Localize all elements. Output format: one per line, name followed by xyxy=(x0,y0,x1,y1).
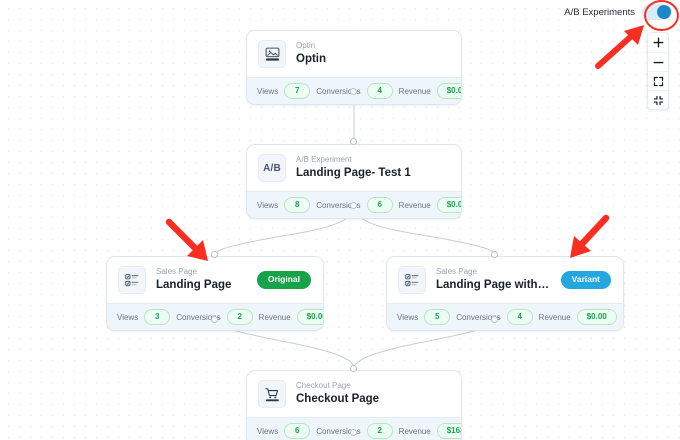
stat-label-revenue: Revenue xyxy=(258,312,291,322)
stat-label-conversions: Conversions xyxy=(316,86,361,96)
stat-label-revenue: Revenue xyxy=(398,426,431,436)
status-badge-variant: Variant xyxy=(560,271,611,289)
node-handle-variant-top[interactable] xyxy=(491,251,498,258)
stat-value-conversions: 2 xyxy=(226,309,253,326)
zoom-out-icon[interactable] xyxy=(648,52,668,71)
node-header: A/B A/B Experiment Landing Page- Test 1 xyxy=(247,145,461,191)
stat-revenue: Revenue $0.00 xyxy=(258,309,323,326)
stat-label-revenue: Revenue xyxy=(538,312,571,322)
stat-label-views: Views xyxy=(257,200,279,210)
node-header: Sales Page Landing Page Original xyxy=(107,257,323,303)
stat-conversions: Conversions 2 xyxy=(316,423,393,440)
sales-page-icon xyxy=(398,266,426,294)
stat-conversions: Conversions 4 xyxy=(316,83,393,100)
node-handle-original-top[interactable] xyxy=(211,251,218,258)
node-handle-original-bottom[interactable] xyxy=(211,316,218,323)
stat-views: Views 7 xyxy=(257,83,311,100)
stat-label-views: Views xyxy=(257,86,279,96)
stat-value-views: 8 xyxy=(284,197,311,214)
node-title: Optin xyxy=(296,53,327,66)
stat-value-conversions: 4 xyxy=(506,309,533,326)
stat-value-conversions: 4 xyxy=(366,83,393,100)
stat-value-revenue: $0.00 xyxy=(576,309,617,326)
stat-conversions: Conversions 6 xyxy=(316,197,393,214)
stat-revenue: Revenue $163.98 xyxy=(398,423,461,440)
zoom-controls xyxy=(647,32,669,110)
node-kicker: Sales Page xyxy=(156,266,197,276)
node-sales-page-original[interactable]: Sales Page Landing Page Original Views 3… xyxy=(106,256,324,332)
node-handle-variant-bottom[interactable] xyxy=(491,316,498,323)
node-optin[interactable]: Optin Optin Views 7 Conversions 4 Revenu… xyxy=(246,30,462,106)
node-title: Checkout Page xyxy=(296,393,380,406)
node-stats: Views 8 Conversions 6 Revenue $0.00 xyxy=(247,191,461,219)
sales-page-icon xyxy=(118,266,146,294)
stat-value-revenue: $0.00 xyxy=(436,197,461,214)
node-kicker: Optin xyxy=(296,40,316,50)
stat-conversions: Conversions 4 xyxy=(456,309,533,326)
stat-value-revenue: $163.98 xyxy=(436,423,461,440)
node-handle-checkout-bottom[interactable] xyxy=(350,429,357,436)
fit-view-icon[interactable] xyxy=(648,71,668,90)
annotation-arrow-variant xyxy=(570,214,610,258)
stat-value-views: 6 xyxy=(284,423,311,440)
stat-views: Views 8 xyxy=(257,197,311,214)
status-badge-original: Original xyxy=(256,271,311,289)
zoom-in-icon[interactable] xyxy=(648,33,668,52)
node-checkout-page[interactable]: Checkout Page Checkout Page Views 6 Conv… xyxy=(246,370,462,440)
node-handle-optin-bottom[interactable] xyxy=(350,88,357,95)
stat-revenue: Revenue $0.00 xyxy=(538,309,617,326)
stat-label-conversions: Conversions xyxy=(456,312,501,322)
collapse-view-icon[interactable] xyxy=(648,90,668,109)
ab-experiments-toggle[interactable] xyxy=(642,4,672,20)
ab-experiments-label: A/B Experiments xyxy=(564,6,635,18)
stat-label-conversions: Conversions xyxy=(316,200,361,210)
stat-views: Views 5 xyxy=(397,309,451,326)
stat-value-conversions: 2 xyxy=(366,423,393,440)
image-icon xyxy=(258,40,286,68)
node-handle-ab-bottom[interactable] xyxy=(350,202,357,209)
stat-value-views: 7 xyxy=(284,83,311,100)
node-kicker: A/B Experiment xyxy=(296,154,352,164)
stat-label-revenue: Revenue xyxy=(398,200,431,210)
stat-conversions: Conversions 2 xyxy=(176,309,253,326)
stat-value-revenue: $0.00 xyxy=(296,309,323,326)
stat-value-views: 3 xyxy=(144,309,171,326)
toggle-knob xyxy=(657,5,671,19)
ab-icon: A/B xyxy=(258,154,286,182)
node-kicker: Checkout Page xyxy=(296,380,351,390)
node-header: Optin Optin xyxy=(247,31,461,77)
stat-label-views: Views xyxy=(397,312,419,322)
node-title: Landing Page- Test 1 xyxy=(296,167,411,180)
node-handle-ab-top[interactable] xyxy=(350,138,357,145)
stat-revenue: Revenue $0.00 xyxy=(398,197,461,214)
node-header: Checkout Page Checkout Page xyxy=(247,371,461,417)
node-title: Landing Page with Black CTA xyxy=(436,279,551,292)
node-handle-checkout-top[interactable] xyxy=(350,365,357,372)
stat-value-conversions: 6 xyxy=(366,197,393,214)
stat-views: Views 6 xyxy=(257,423,311,440)
stat-label-conversions: Conversions xyxy=(316,426,361,436)
node-stats: Views 5 Conversions 4 Revenue $0.00 xyxy=(387,303,623,331)
node-sales-page-variant[interactable]: Sales Page Landing Page with Black CTA V… xyxy=(386,256,624,332)
cart-icon xyxy=(258,380,286,408)
stat-label-views: Views xyxy=(117,312,139,322)
node-title: Landing Page xyxy=(156,279,232,292)
stat-revenue: Revenue $0.00 xyxy=(398,83,461,100)
stat-label-revenue: Revenue xyxy=(398,86,431,96)
node-header: Sales Page Landing Page with Black CTA V… xyxy=(387,257,623,303)
annotation-arrow-toggle xyxy=(595,25,644,69)
stat-value-views: 5 xyxy=(424,309,451,326)
stat-value-revenue: $0.00 xyxy=(436,83,461,100)
node-kicker: Sales Page xyxy=(436,266,477,276)
stat-views: Views 3 xyxy=(117,309,171,326)
node-stats: Views 6 Conversions 2 Revenue $163.98 xyxy=(247,417,461,440)
stat-label-conversions: Conversions xyxy=(176,312,221,322)
ab-experiments-header: A/B Experiments xyxy=(564,4,672,20)
stat-label-views: Views xyxy=(257,426,279,436)
